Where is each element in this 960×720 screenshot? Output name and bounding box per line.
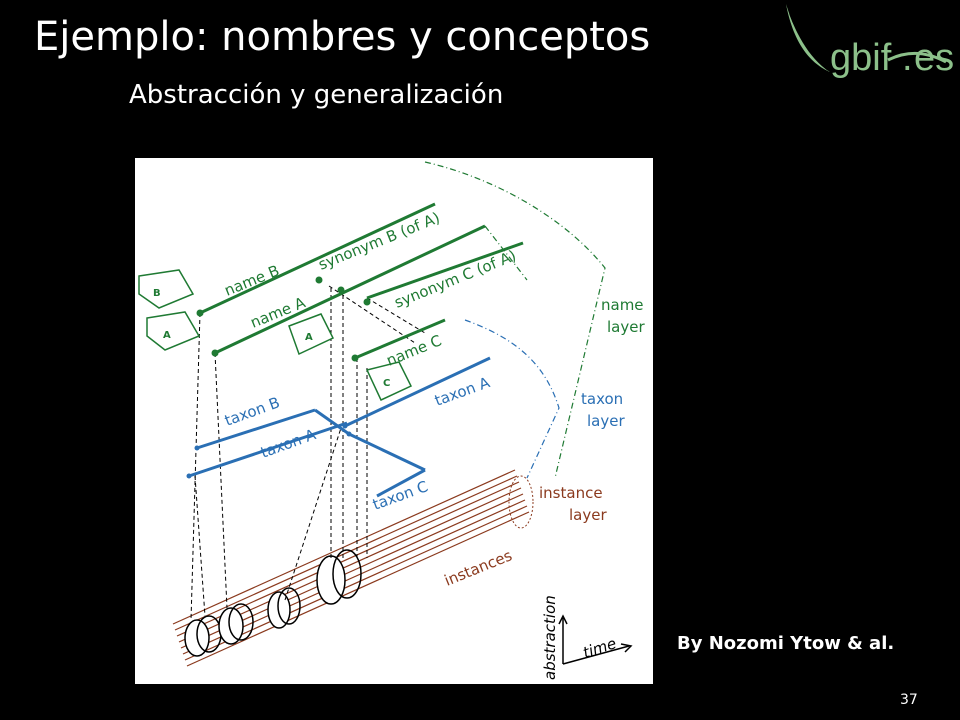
logo-text-dot: . (902, 37, 913, 79)
label-taxon-a-left: taxon A (258, 425, 319, 462)
tag-a2-letter: A (305, 332, 313, 343)
instance-rings (184, 549, 362, 657)
label-taxon-layer-2: layer (587, 412, 625, 430)
label-name-layer-2: layer (607, 318, 645, 336)
name-lines (199, 202, 524, 360)
axis-label-abstraction: abstraction (541, 595, 559, 680)
logo-leaf-icon (786, 4, 830, 72)
tag-b-letter: B (153, 288, 161, 299)
label-name-b: name B (222, 261, 282, 299)
axes-icon (558, 614, 633, 665)
name-taxon-instance-diagram: B A A C name B name A synonym B (of A) s… (135, 158, 653, 684)
tag-a1-letter: A (163, 330, 171, 341)
logo-text-es: es (914, 37, 954, 79)
page-number: 37 (900, 692, 918, 708)
instances-end (508, 475, 534, 529)
label-taxon-layer-1: taxon (581, 390, 623, 408)
label-name-c: name C (384, 331, 444, 369)
label-synonym-b: synonym B (of A) (316, 209, 443, 274)
gbif-es-logo: gbif . es (768, 0, 960, 90)
credit-text: By Nozomi Ytow & al. (677, 633, 895, 654)
name-layer-boundary (424, 161, 606, 479)
label-instance-layer-2: layer (569, 506, 607, 524)
label-instance-layer-1: instance (539, 484, 603, 502)
label-synonym-c: synonym C (of A) (392, 246, 519, 311)
tag-a2 (288, 313, 335, 356)
slide-subtitle: Abstracción y generalización (129, 80, 504, 110)
label-instances: instances (442, 546, 515, 589)
label-name-layer-1: name (601, 296, 644, 314)
tag-b (138, 269, 195, 309)
label-taxon-a-right: taxon A (432, 373, 493, 410)
tag-a1 (146, 311, 201, 351)
axis-label-time: time (581, 634, 619, 662)
logo-text-gbif: gbif (830, 37, 892, 79)
taxon-layer-boundary (464, 319, 560, 479)
taxon-lines (188, 356, 491, 498)
tag-c (365, 361, 413, 401)
slide-title: Ejemplo: nombres y conceptos (34, 14, 651, 60)
tag-c-letter: C (383, 378, 390, 389)
